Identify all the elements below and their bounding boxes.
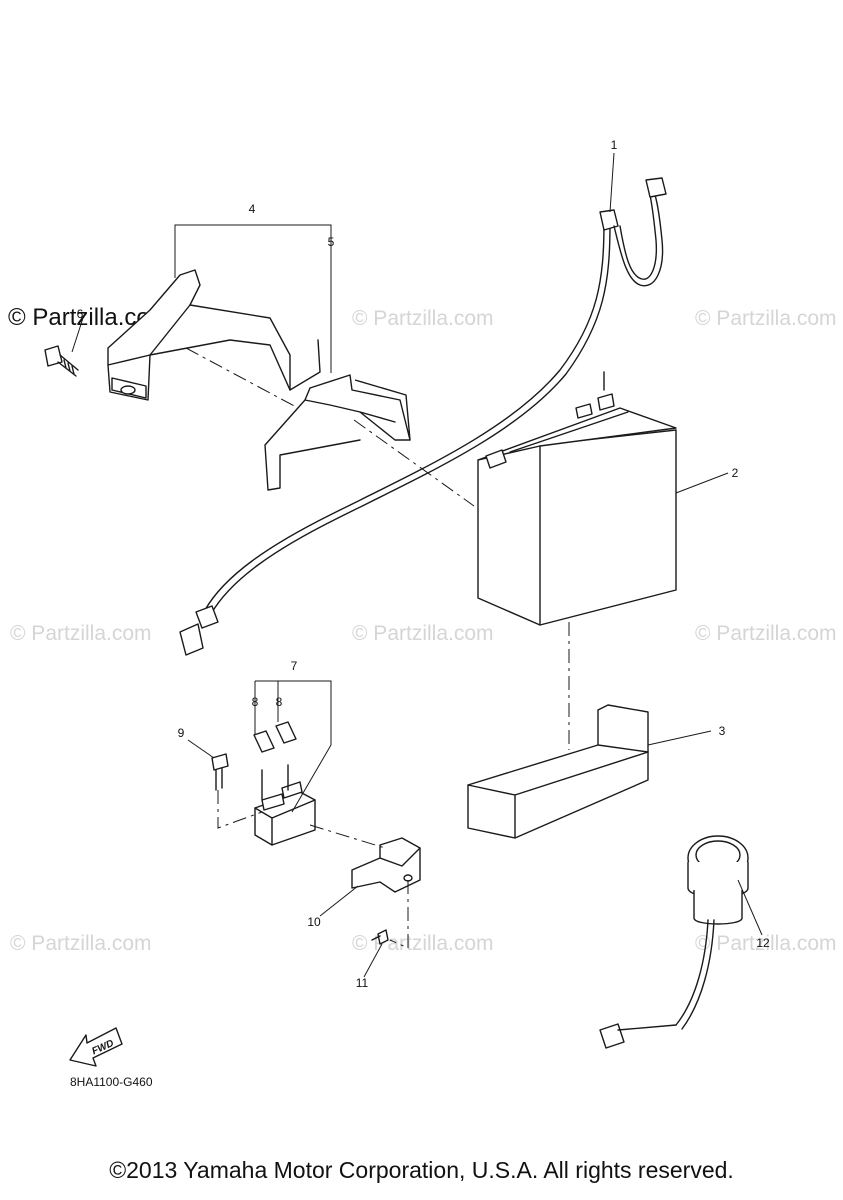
watermark: © Partzilla.com [10, 932, 152, 955]
callout-11: 11 [356, 976, 369, 990]
watermark: © Partzilla.com [695, 622, 837, 645]
callout-2: 2 [732, 466, 739, 480]
callout-7: 7 [291, 659, 298, 673]
battery-case-part [467, 704, 649, 839]
callout-numbers: 1 2 3 4 5 6 7 8 8 9 10 11 12 [77, 138, 770, 990]
watermark: © Partzilla.com [695, 932, 837, 955]
watermark: © Partzilla.com [352, 932, 494, 955]
relay-bracket-part [351, 837, 421, 893]
callout-3: 3 [719, 724, 726, 738]
bolt-part [211, 753, 229, 791]
callout-12: 12 [756, 936, 770, 950]
leader-lines [71, 152, 763, 978]
rivet-part [371, 929, 389, 945]
bolt-part [44, 345, 79, 377]
fwd-arrow-icon [69, 1027, 123, 1067]
callout-6: 6 [77, 307, 84, 321]
watermark: © Partzilla.com [10, 622, 152, 645]
band-part [264, 374, 411, 491]
callout-5: 5 [328, 235, 335, 249]
callout-8: 8 [276, 695, 283, 709]
callout-1: 1 [611, 138, 618, 152]
callout-9: 9 [178, 726, 185, 740]
callout-4: 4 [249, 202, 256, 216]
assembly-lines [185, 347, 570, 949]
watermark: © Partzilla.com [352, 307, 494, 330]
starter-relay-part [254, 764, 316, 846]
fuse-part [253, 721, 297, 753]
watermark: © Partzilla.com [352, 622, 494, 645]
diagram-code: 8HA1100-G460 [70, 1075, 153, 1089]
socket-part [599, 835, 749, 1049]
callout-8: 8 [252, 695, 259, 709]
battery-part [477, 371, 677, 626]
battery-cable-part [179, 177, 667, 656]
fwd-arrow: FWD [69, 1027, 123, 1067]
watermark: © Partzilla.com [695, 307, 837, 330]
callout-10: 10 [307, 915, 321, 929]
watermark-layer: © Partzilla.com © Partzilla.com © Partzi… [8, 304, 837, 955]
battery-bracket-part [107, 269, 321, 401]
copyright-notice: ©2013 Yamaha Motor Corporation, U.S.A. A… [109, 1157, 734, 1183]
